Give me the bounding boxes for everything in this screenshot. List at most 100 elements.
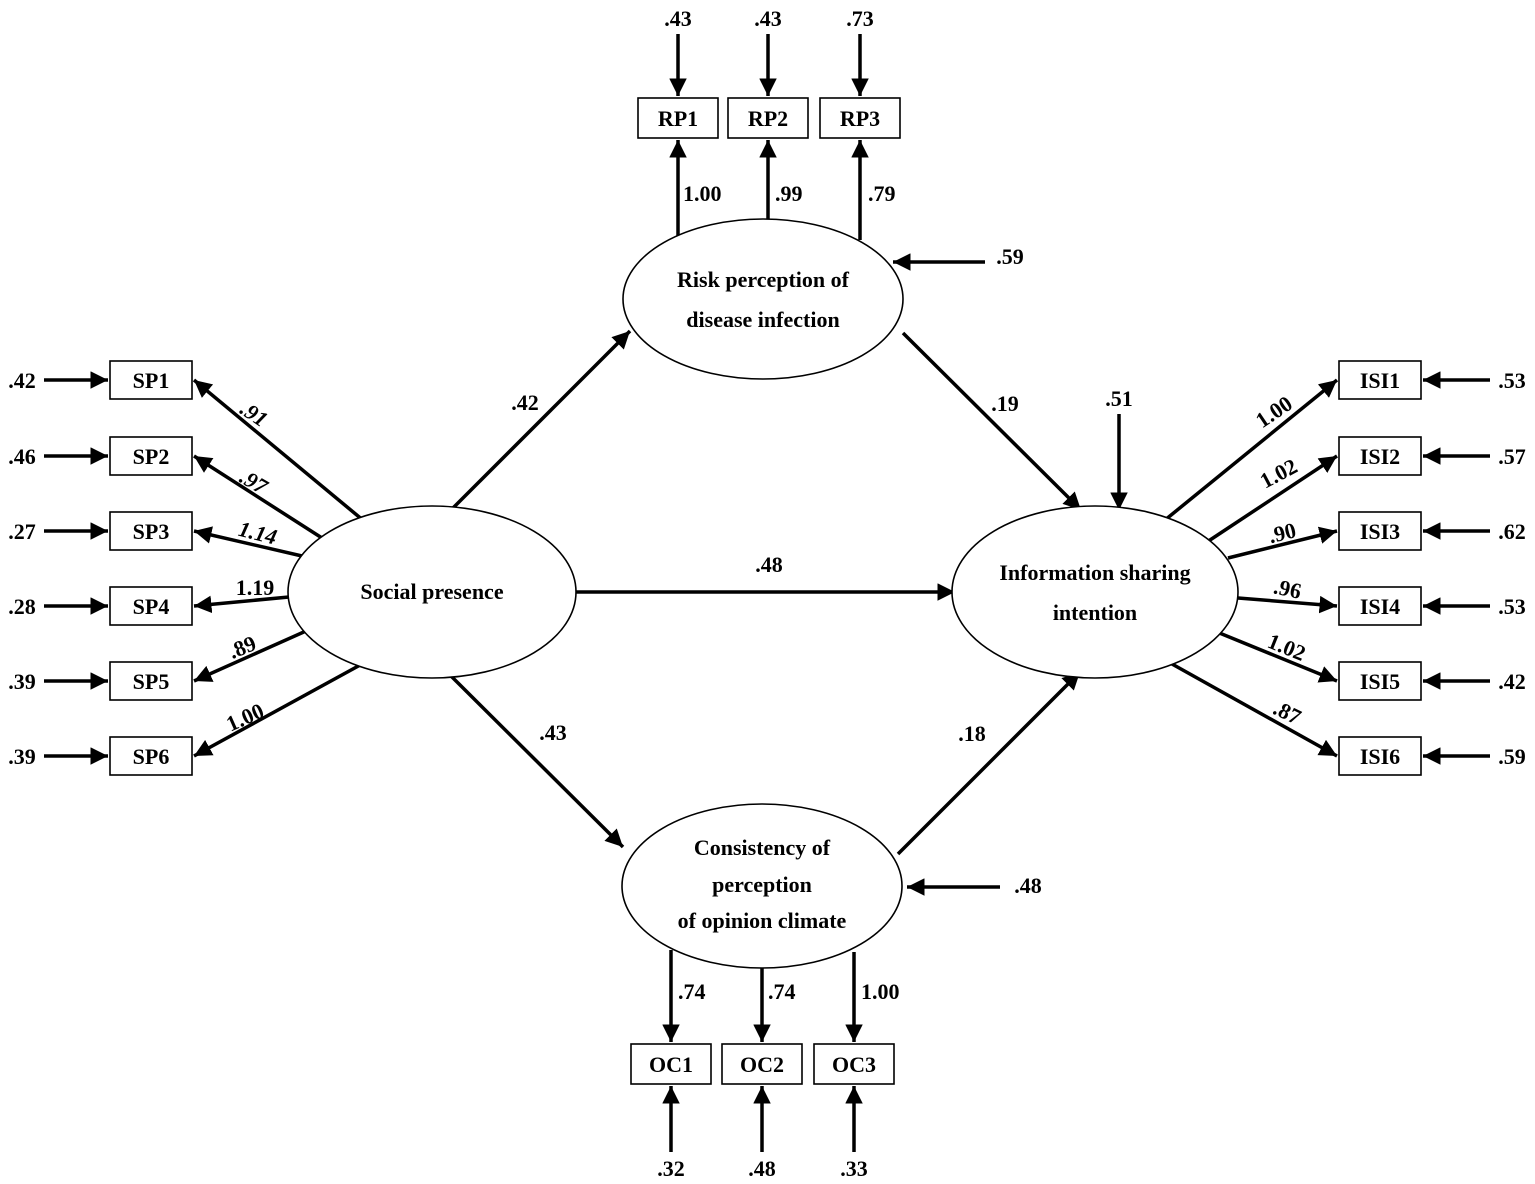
path-value-rp-isi: .19: [991, 391, 1019, 416]
rp-error-value-1: .43: [664, 6, 692, 31]
isi-indicator-5-label: ISI5: [1360, 669, 1400, 694]
sp-indicator-4-label: SP4: [133, 594, 170, 619]
isi-loading-arrow-1: [1163, 378, 1339, 522]
sp-loading-value-6: 1.00: [222, 698, 267, 736]
latent-risk-perception: [622, 218, 904, 380]
isi-error-value-1: .53: [1498, 368, 1526, 393]
isi-loading-arrow-4: [1237, 595, 1338, 614]
path-arrow-sp-oc: [449, 674, 625, 849]
sp-indicator-6-label: SP6: [133, 744, 170, 769]
oc-indicator-1-label: OC1: [649, 1052, 693, 1077]
oc-indicator-2-label: OC2: [740, 1052, 784, 1077]
sp-error-value-3: .27: [8, 519, 36, 544]
oc-loading-value-3: 1.00: [861, 979, 900, 1004]
oc-error-value-2: .48: [748, 1156, 776, 1181]
rp-error-value-3: .73: [846, 6, 874, 31]
sp-indicator-5-label: SP5: [133, 669, 170, 694]
isi-error-value-4: .53: [1498, 594, 1526, 619]
sp-loading-arrow-5: [193, 629, 307, 683]
sp-indicator-2-box: [109, 436, 193, 476]
isi-error-value-5: .42: [1498, 669, 1526, 694]
sp-indicator-4-box: [109, 586, 193, 626]
sp-loading-value-5: .89: [225, 630, 260, 663]
isi-indicator-3-label: ISI3: [1360, 519, 1400, 544]
oc-error-value-3: .33: [840, 1156, 868, 1181]
isi-indicator-6-box: [1338, 736, 1422, 776]
oc-error-value-1: .32: [657, 1156, 685, 1181]
rp-indicator-3-box: [819, 97, 901, 139]
rp-indicator-3-label: RP3: [840, 106, 880, 131]
sp-indicator-3-box: [109, 511, 193, 551]
isi-error-value-2: .57: [1498, 444, 1526, 469]
latent-risk-perception-label-line-2: disease infection: [686, 307, 839, 332]
sp-indicator-1-label: SP1: [133, 368, 170, 393]
sp-loading-value-1: .91: [236, 396, 273, 432]
sp-loading-arrow-6: [193, 662, 363, 758]
isi-indicator-6-label: ISI6: [1360, 744, 1400, 769]
sp-loading-value-4: 1.19: [236, 575, 275, 600]
nodes-layer: [109, 97, 1422, 1085]
oc-indicator-3-label: OC3: [832, 1052, 876, 1077]
rp-error-value-2: .43: [754, 6, 782, 31]
sp-loading-value-2: .97: [236, 464, 273, 500]
rp-loading-value-3: .79: [868, 181, 896, 206]
sp-loading-arrow-1: [192, 378, 366, 523]
isi-indicator-1-label: ISI1: [1360, 368, 1400, 393]
isi-loading-arrow-3: [1227, 526, 1338, 560]
disturbance-value-isi: .51: [1105, 386, 1133, 411]
latent-information-sharing-label-line-2: intention: [1053, 600, 1137, 625]
isi-indicator-5-box: [1338, 661, 1422, 701]
path-value-sp-isi: .48: [755, 552, 783, 577]
oc-indicator-3-box: [813, 1043, 895, 1085]
path-value-sp-rp: .42: [511, 390, 539, 415]
oc-indicator-2-box: [721, 1043, 803, 1085]
isi-loading-value-4: .96: [1272, 574, 1304, 604]
path-arrow-rp-isi: [901, 331, 1083, 512]
sp-indicator-6-box: [109, 736, 193, 776]
isi-loading-value-2: 1.02: [1256, 453, 1302, 493]
isi-indicator-3-box: [1338, 511, 1422, 551]
latent-opinion-climate-label-line-3: of opinion climate: [678, 908, 847, 933]
latent-opinion-climate-label-line-1: Consistency of: [694, 835, 831, 860]
oc-loading-value-1: .74: [678, 979, 706, 1004]
isi-indicator-2-label: ISI2: [1360, 444, 1400, 469]
latent-information-sharing: [951, 505, 1239, 679]
sp-error-value-5: .39: [8, 669, 36, 694]
latent-social-presence: [287, 505, 577, 679]
sp-indicator-3-label: SP3: [133, 519, 170, 544]
path-arrow-sp-rp: [449, 329, 632, 512]
isi-indicator-4-label: ISI4: [1360, 594, 1400, 619]
latent-opinion-climate-label-line-2: perception: [712, 872, 812, 897]
rp-loading-value-2: .99: [775, 181, 803, 206]
sp-loading-arrow-3: [193, 526, 303, 558]
latent-opinion-climate: [621, 803, 903, 969]
path-value-sp-oc: .43: [539, 720, 567, 745]
sp-error-value-4: .28: [8, 594, 36, 619]
isi-indicator-1-box: [1338, 360, 1422, 400]
sp-loading-value-3: 1.14: [236, 516, 279, 550]
sp-error-value-6: .39: [8, 744, 36, 769]
isi-indicator-2-box: [1338, 436, 1422, 476]
rp-indicator-2-label: RP2: [748, 106, 788, 131]
sp-error-value-2: .46: [8, 444, 36, 469]
latent-social-presence-label-line-1: Social presence: [360, 579, 503, 604]
rp-indicator-2-box: [727, 97, 809, 139]
disturbance-value-rp: .59: [996, 244, 1024, 269]
oc-loading-value-2: .74: [768, 979, 796, 1004]
rp-indicator-1-label: RP1: [658, 106, 698, 131]
latent-risk-perception-label-line-1: Risk perception of: [677, 267, 850, 292]
isi-loading-arrow-2: [1206, 454, 1338, 544]
sp-indicator-1-box: [109, 360, 193, 400]
sp-loading-arrow-4: [193, 595, 290, 614]
isi-loading-value-5: 1.02: [1264, 628, 1309, 666]
isi-loading-value-6: .87: [1269, 695, 1305, 730]
sp-error-value-1: .42: [8, 368, 36, 393]
sp-loading-arrow-2: [193, 454, 323, 540]
path-arrow-oc-isi: [896, 670, 1082, 856]
path-value-oc-isi: .18: [958, 721, 986, 746]
sp-indicator-2-label: SP2: [133, 444, 170, 469]
sp-indicator-5-box: [109, 661, 193, 701]
rp-indicator-1-box: [637, 97, 719, 139]
latent-information-sharing-label-line-1: Information sharing: [999, 560, 1190, 585]
